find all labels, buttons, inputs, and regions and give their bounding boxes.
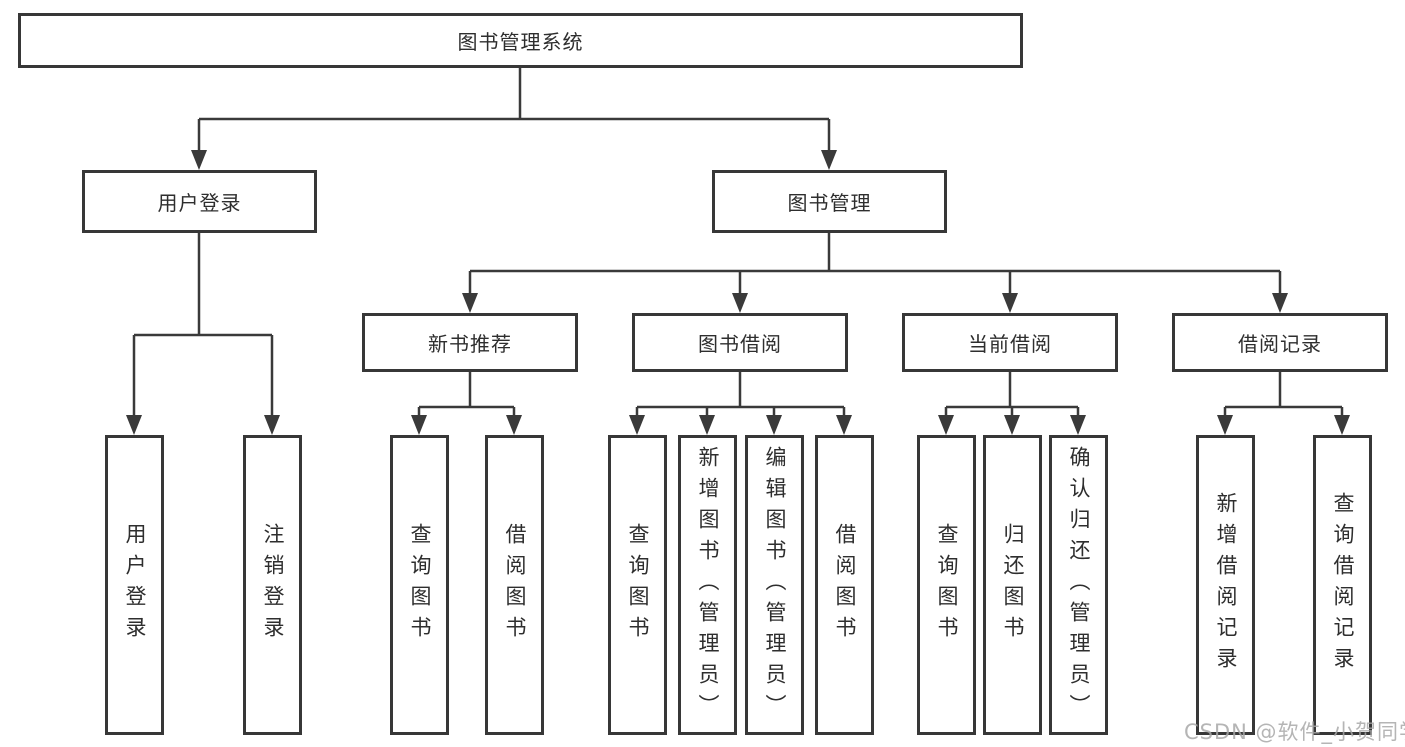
node-book-management-system: 图书管理系统 — [18, 13, 1023, 68]
node-label: 新书推荐 — [428, 332, 512, 356]
leaf-borrow-books: 借阅图书 — [815, 435, 874, 735]
node-current-borrow: 当前借阅 — [902, 313, 1118, 372]
node-borrow-records: 借阅记录 — [1172, 313, 1388, 372]
leaf-label: 归还图书 — [1001, 523, 1025, 647]
leaf-return-books: 归还图书 — [983, 435, 1042, 735]
leaf-label: 查询图书 — [626, 523, 650, 647]
node-label: 图书借阅 — [698, 332, 782, 356]
leaf-label: 借阅图书 — [833, 523, 857, 647]
leaf-label: 确认归还（管理员） — [1067, 445, 1091, 725]
leaf-borrow-books-recommend: 借阅图书 — [485, 435, 544, 735]
node-book-borrow: 图书借阅 — [632, 313, 848, 372]
node-label: 用户登录 — [157, 191, 242, 215]
node-book-management: 图书管理 — [712, 170, 947, 233]
leaf-logout: 注销登录 — [243, 435, 302, 735]
node-label: 图书管理 — [787, 191, 872, 215]
leaf-query-books-borrow: 查询图书 — [608, 435, 667, 735]
leaf-edit-books-admin: 编辑图书（管理员） — [745, 435, 804, 735]
leaf-label: 查询借阅记录 — [1331, 492, 1355, 678]
csdn-watermark: CSDN @软件_小贺同学 — [1184, 720, 1405, 744]
leaf-label: 查询图书 — [935, 523, 959, 647]
leaf-add-borrow-record: 新增借阅记录 — [1196, 435, 1255, 735]
leaf-label: 查询图书 — [408, 523, 432, 647]
node-user-login: 用户登录 — [82, 170, 317, 233]
leaf-label: 新增图书（管理员） — [696, 445, 720, 725]
leaf-add-books-admin: 新增图书（管理员） — [678, 435, 737, 735]
node-label: 图书管理系统 — [457, 30, 584, 54]
leaf-label: 新增借阅记录 — [1214, 492, 1238, 678]
node-new-book-recommend: 新书推荐 — [362, 313, 578, 372]
leaf-query-books-current: 查询图书 — [917, 435, 976, 735]
leaf-confirm-return-admin: 确认归还（管理员） — [1049, 435, 1108, 735]
node-label: 借阅记录 — [1238, 332, 1322, 356]
node-label: 当前借阅 — [968, 332, 1052, 356]
leaf-query-borrow-record: 查询借阅记录 — [1313, 435, 1372, 735]
leaf-user-login: 用户登录 — [105, 435, 164, 735]
leaf-label: 注销登录 — [261, 523, 285, 647]
leaf-label: 借阅图书 — [503, 523, 527, 647]
leaf-query-books-recommend: 查询图书 — [390, 435, 449, 735]
leaf-label: 用户登录 — [123, 523, 147, 647]
leaf-label: 编辑图书（管理员） — [763, 445, 787, 725]
